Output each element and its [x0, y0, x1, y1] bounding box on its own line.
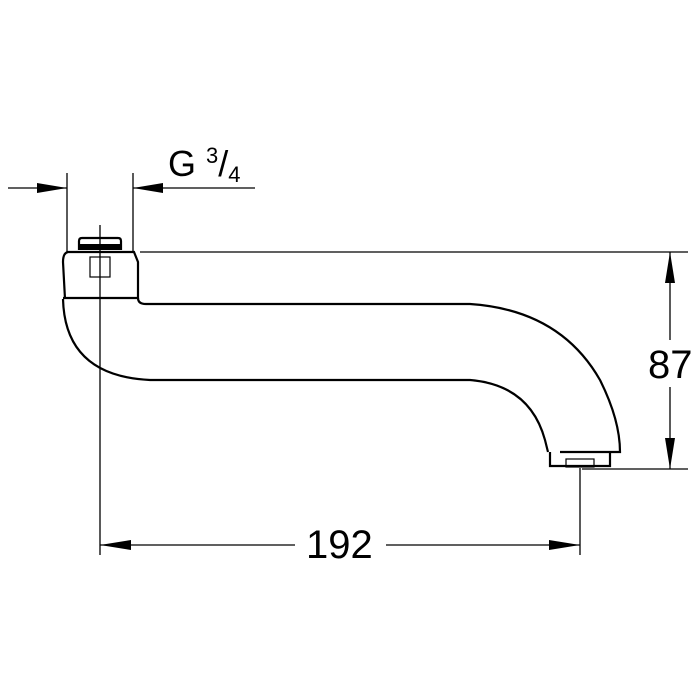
thread-arrow-left-icon: [37, 183, 67, 193]
length-dimension-label: 192: [298, 525, 381, 565]
height-arrow-down-icon: [665, 438, 675, 469]
inlet-hex-socket: [89, 256, 111, 278]
inlet-nut: [77, 236, 123, 250]
aerator: [548, 452, 612, 468]
height-dimension-label: 87: [648, 343, 693, 387]
length-arrow-right-icon: [549, 540, 580, 550]
thread-prefix: G: [168, 143, 197, 184]
thread-size-label: G 3/4: [168, 143, 241, 186]
thread-denominator: 4: [228, 162, 241, 187]
thread-numerator: 3: [206, 143, 219, 168]
thread-arrow-right-icon: [133, 183, 163, 193]
aerator-insert: [565, 458, 595, 468]
spout-upper-contour: [136, 297, 622, 454]
nut-band: [80, 244, 120, 250]
spout-body: [61, 236, 622, 468]
arrowheads: [37, 183, 675, 550]
length-arrow-left-icon: [100, 540, 131, 550]
thread-slash: /: [218, 143, 229, 184]
height-arrow-up-icon: [665, 252, 675, 283]
spout-lower-contour: [61, 298, 550, 453]
inlet-body: [61, 250, 140, 300]
